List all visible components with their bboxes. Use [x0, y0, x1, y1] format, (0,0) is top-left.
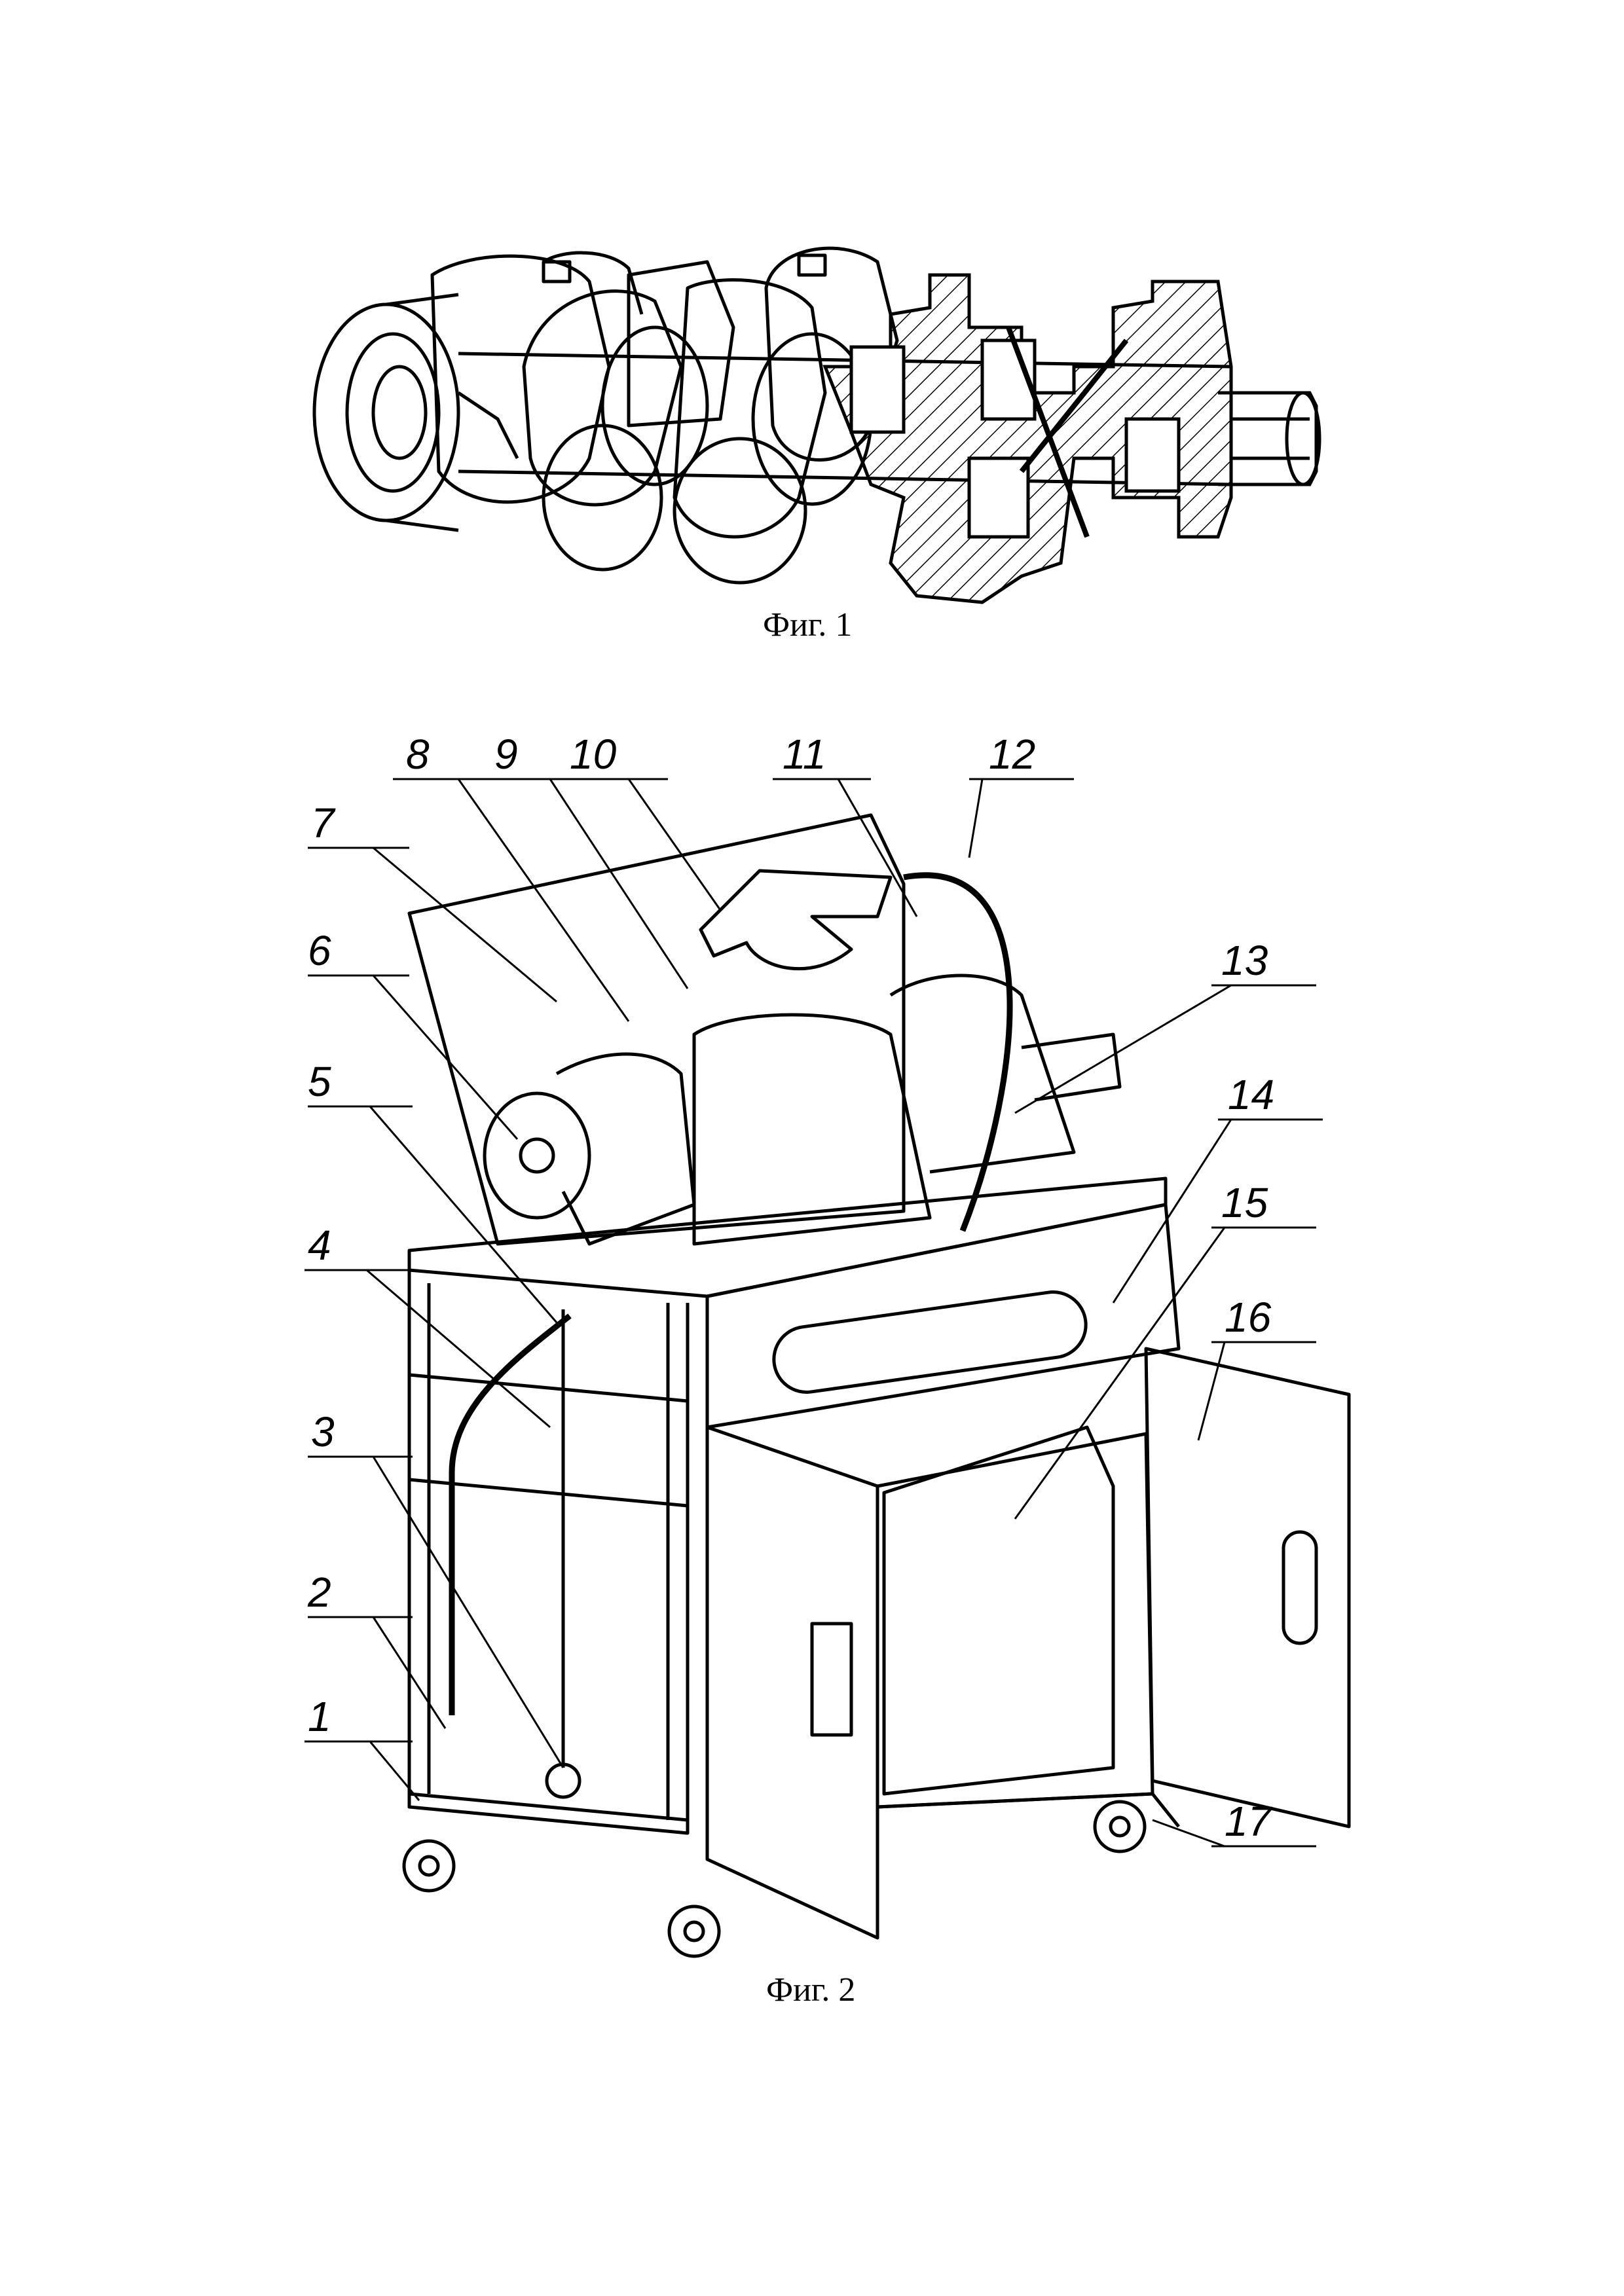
callout-14: 14: [1228, 1071, 1275, 1118]
tank: [882, 1425, 1115, 1796]
callout-15: 15: [1221, 1179, 1268, 1226]
back-panel: [407, 813, 906, 1246]
drain-hose: [449, 1313, 572, 1715]
callout-17: 17: [1225, 1798, 1272, 1845]
figure-2-stand-drawing: [304, 778, 1351, 1958]
callout-8: 8: [406, 731, 430, 778]
callout-11: 11: [783, 731, 826, 778]
callout-9: 9: [494, 731, 518, 778]
callout-12: 12: [989, 731, 1036, 778]
valve: [545, 1762, 581, 1799]
callout-2: 2: [308, 1569, 331, 1616]
callout-13: 13: [1221, 937, 1268, 984]
leader-lines: [304, 778, 1323, 1848]
frame-left: [407, 1270, 690, 1835]
web-3: [627, 260, 735, 428]
callout-6: 6: [308, 927, 331, 974]
callout-5: 5: [308, 1058, 331, 1105]
web-2: [522, 289, 683, 507]
callout-1: 1: [308, 1693, 331, 1740]
caster-wheels: [402, 1800, 1147, 1958]
door-left: [705, 1425, 879, 1940]
door-right: [1144, 1347, 1351, 1829]
callout-4: 4: [308, 1222, 331, 1269]
web-4: [673, 278, 827, 539]
tub-front: [705, 1203, 1181, 1429]
web-1: [430, 254, 611, 504]
crankshaft-nose: [1218, 391, 1318, 486]
crankshaft-on-stand: [483, 974, 1122, 1246]
callout-10: 10: [570, 731, 617, 778]
section-hatched: [822, 273, 1233, 604]
callout-16: 16: [1225, 1294, 1272, 1341]
figure-2-caption: Фиг. 2: [766, 1971, 856, 2009]
spray-gun: [699, 869, 893, 971]
figure-1-caption: Фиг. 1: [763, 606, 853, 644]
hose: [903, 872, 1013, 1232]
cabinet-body: [877, 1432, 1154, 1809]
figure-1-crankshaft-drawing: [312, 246, 1321, 604]
callout-3: 3: [311, 1408, 335, 1455]
callout-7: 7: [311, 799, 335, 847]
